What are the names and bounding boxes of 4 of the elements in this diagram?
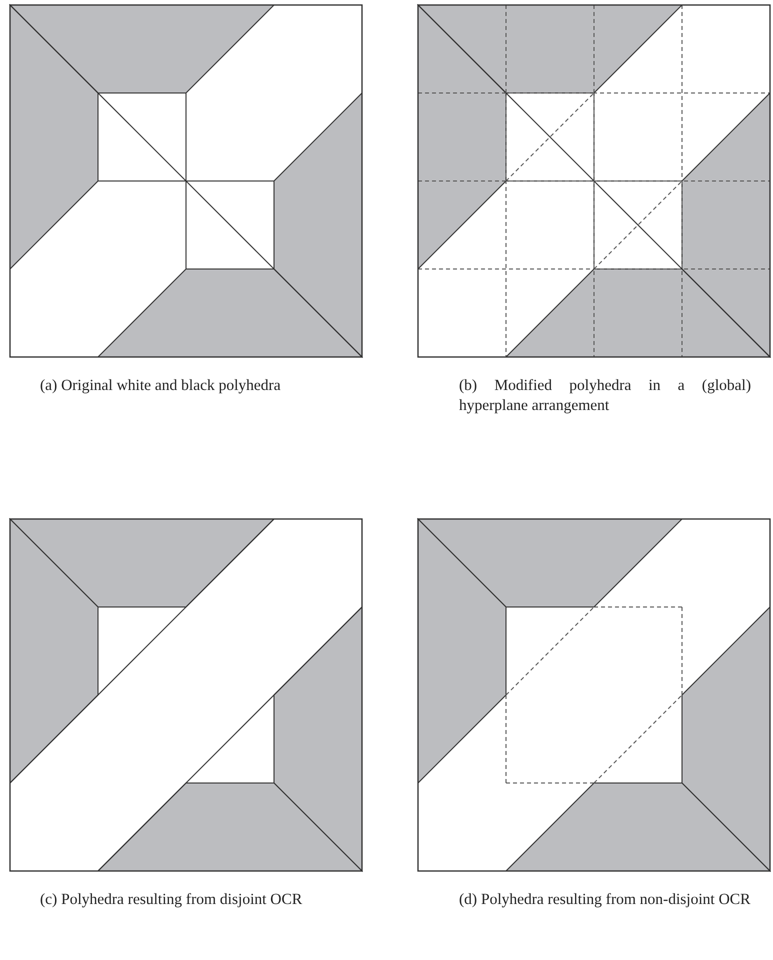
figure-caption: (d) Polyhedra resulting from non-disjoint OCR xyxy=(459,890,751,910)
figure-caption: (a) Original white and black polyhedra xyxy=(40,376,282,396)
figure-caption: (b) Modified polyhedra in a (global) hyperplane arrangement xyxy=(459,376,751,416)
figure-caption: (c) Polyhedra resulting from disjoint OCR xyxy=(40,890,304,910)
